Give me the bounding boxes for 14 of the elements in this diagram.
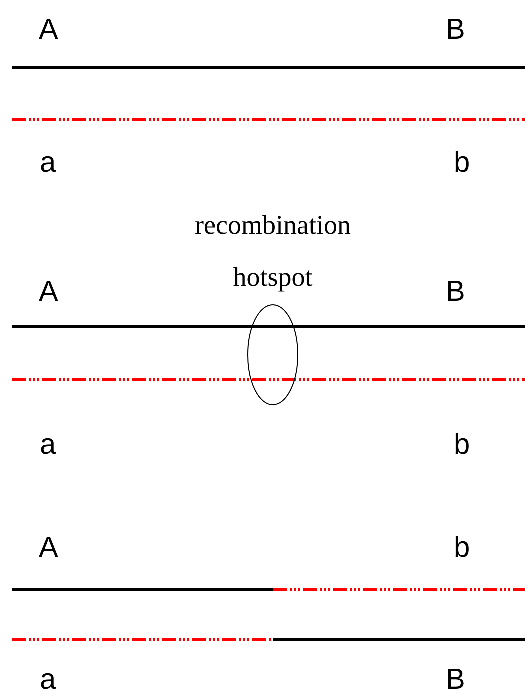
allele-label: B bbox=[446, 15, 466, 45]
allele-label: b bbox=[454, 430, 470, 460]
allele-label: A bbox=[39, 277, 58, 307]
hotspot-ellipse bbox=[248, 304, 298, 406]
allele-label: b bbox=[454, 533, 470, 563]
allele-label: b bbox=[454, 148, 470, 178]
allele-label: B bbox=[446, 665, 466, 695]
region-label: recombination hotspot bbox=[194, 209, 352, 294]
allele-label: a bbox=[40, 430, 56, 460]
allele-label: A bbox=[39, 533, 58, 563]
allele-label: B bbox=[446, 277, 466, 307]
allele-label: a bbox=[40, 148, 56, 178]
allele-label: a bbox=[40, 665, 56, 695]
allele-label: A bbox=[39, 15, 58, 45]
